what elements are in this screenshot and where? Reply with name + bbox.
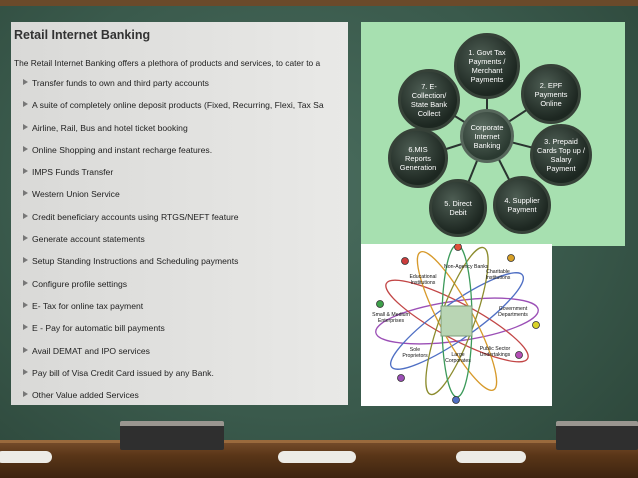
chalk-stick-3 xyxy=(456,451,526,463)
label-educational-institutions: Educational Institutions xyxy=(409,274,437,287)
orbit-graphic xyxy=(375,244,540,404)
service-node: 4. Supplier Payment xyxy=(493,176,551,234)
bullet-arrow-icon xyxy=(23,279,28,286)
bullet-arrow-icon xyxy=(23,257,28,264)
bullet-arrow-icon xyxy=(23,391,28,398)
corporate-banking-diagram: 1. Govt Tax Payments / Merchant Payments… xyxy=(361,22,625,246)
service-node-label: 6.MIS Reports Generation xyxy=(399,144,437,172)
service-item-text: E - Pay for automatic bill payments xyxy=(32,323,165,334)
label-charitable-institutions: Charitable Institutions xyxy=(485,269,511,282)
slide-intro: The Retail Internet Banking offers a ple… xyxy=(14,58,321,68)
center-node-label: Corporate Internet Banking xyxy=(470,122,504,150)
board-frame xyxy=(0,0,638,6)
service-item: A suite of completely online deposit pro… xyxy=(11,100,348,122)
center-node: Corporate Internet Banking xyxy=(460,109,514,163)
service-item: Setup Standing Instructions and Scheduli… xyxy=(11,256,348,278)
ledge-edge xyxy=(0,440,638,443)
service-item-text: Online Shopping and instant recharge fea… xyxy=(32,144,213,155)
service-node-label: 4. Supplier Payment xyxy=(504,196,540,214)
bullet-arrow-icon xyxy=(23,212,28,219)
bullet-arrow-icon xyxy=(23,368,28,375)
service-item-text: A suite of completely online deposit pro… xyxy=(32,100,324,111)
service-node: 3. Prepaid Cards Top up / Salary Payment xyxy=(530,124,592,186)
service-item-text: E- Tax for online tax payment xyxy=(32,300,144,311)
label-large-corporates: Large Corporates xyxy=(445,352,471,365)
label-government-departments: Government Departments xyxy=(498,306,528,319)
service-item: Avail DEMAT and IPO services xyxy=(11,346,348,368)
bullet-arrow-icon xyxy=(23,79,28,85)
service-item-text: Avail DEMAT and IPO services xyxy=(32,345,150,356)
service-item-text: Western Union Service xyxy=(32,189,120,200)
service-list: Transfer funds to own and third party ac… xyxy=(11,78,348,405)
service-item-text: Other Value added Services xyxy=(32,390,139,401)
bullet-arrow-icon xyxy=(23,324,28,331)
eraser-left xyxy=(120,421,224,450)
service-item: Western Union Service xyxy=(11,189,348,211)
service-node: 6.MIS Reports Generation xyxy=(388,128,448,188)
service-item-text: Credit beneficiary accounts using RTGS/N… xyxy=(32,211,239,222)
bullet-arrow-icon xyxy=(23,168,28,175)
service-node-label: 2. EPF Payments Online xyxy=(534,80,568,108)
service-item: Other Value added Services xyxy=(11,390,348,405)
label-non-agency-banks: Non-Agency Banks xyxy=(444,264,489,270)
service-node-label: 7. E-Collection/ State Bank Collect xyxy=(410,82,448,118)
service-item-text: Pay bill of Visa Credit Card issued by a… xyxy=(32,367,214,378)
label-sole-proprietors: Sole Proprietors xyxy=(402,347,428,360)
service-node: 5. Direct Debit xyxy=(429,179,487,237)
service-item: Pay bill of Visa Credit Card issued by a… xyxy=(11,368,348,390)
service-item-text: Airline, Rail, Bus and hotel ticket book… xyxy=(32,122,188,133)
service-node: 7. E-Collection/ State Bank Collect xyxy=(398,69,460,131)
service-item: Transfer funds to own and third party ac… xyxy=(11,78,348,100)
bullet-arrow-icon xyxy=(23,235,28,242)
service-node-label: 3. Prepaid Cards Top up / Salary Payment xyxy=(537,137,585,173)
service-item: Online Shopping and instant recharge fea… xyxy=(11,145,348,167)
service-item: Generate account statements xyxy=(11,234,348,256)
service-item: Configure profile settings xyxy=(11,279,348,301)
service-item-text: Configure profile settings xyxy=(32,278,128,289)
bullet-arrow-icon xyxy=(23,190,28,197)
service-node-label: 5. Direct Debit xyxy=(444,199,472,217)
chalk-stick-2 xyxy=(278,451,356,463)
service-item-text: IMPS Funds Transfer xyxy=(32,167,114,178)
label-small-medium-enterprises: Small & Medium Enterprises xyxy=(372,312,410,325)
service-item: Airline, Rail, Bus and hotel ticket book… xyxy=(11,123,348,145)
service-item-text: Setup Standing Instructions and Scheduli… xyxy=(32,256,239,267)
service-item: IMPS Funds Transfer xyxy=(11,167,348,189)
bullet-arrow-icon xyxy=(23,123,28,130)
bullet-arrow-icon xyxy=(23,346,28,353)
chalk-stick-1 xyxy=(0,451,52,463)
bullet-arrow-icon xyxy=(23,145,28,152)
service-item: Credit beneficiary accounts using RTGS/N… xyxy=(11,212,348,234)
bullet-arrow-icon xyxy=(23,301,28,308)
service-item: E - Pay for automatic bill payments xyxy=(11,323,348,345)
customer-segments-diagram: Non-Agency Banks Educational Institution… xyxy=(361,244,552,406)
service-node-label: 1. Govt Tax Payments / Merchant Payments xyxy=(468,48,506,84)
retail-banking-slide: Retail Internet Banking The Retail Inter… xyxy=(11,22,348,405)
service-item-text: Transfer funds to own and third party ac… xyxy=(32,78,209,88)
service-item: E- Tax for online tax payment xyxy=(11,301,348,323)
label-public-sector-undertakings: Public Sector Undertakings xyxy=(479,346,511,359)
service-item-text: Generate account statements xyxy=(32,234,145,245)
slide-title: Retail Internet Banking xyxy=(14,28,151,42)
eraser-right xyxy=(556,421,638,450)
bullet-arrow-icon xyxy=(23,101,28,108)
service-node: 1. Govt Tax Payments / Merchant Payments xyxy=(454,33,520,99)
service-node: 2. EPF Payments Online xyxy=(521,64,581,124)
